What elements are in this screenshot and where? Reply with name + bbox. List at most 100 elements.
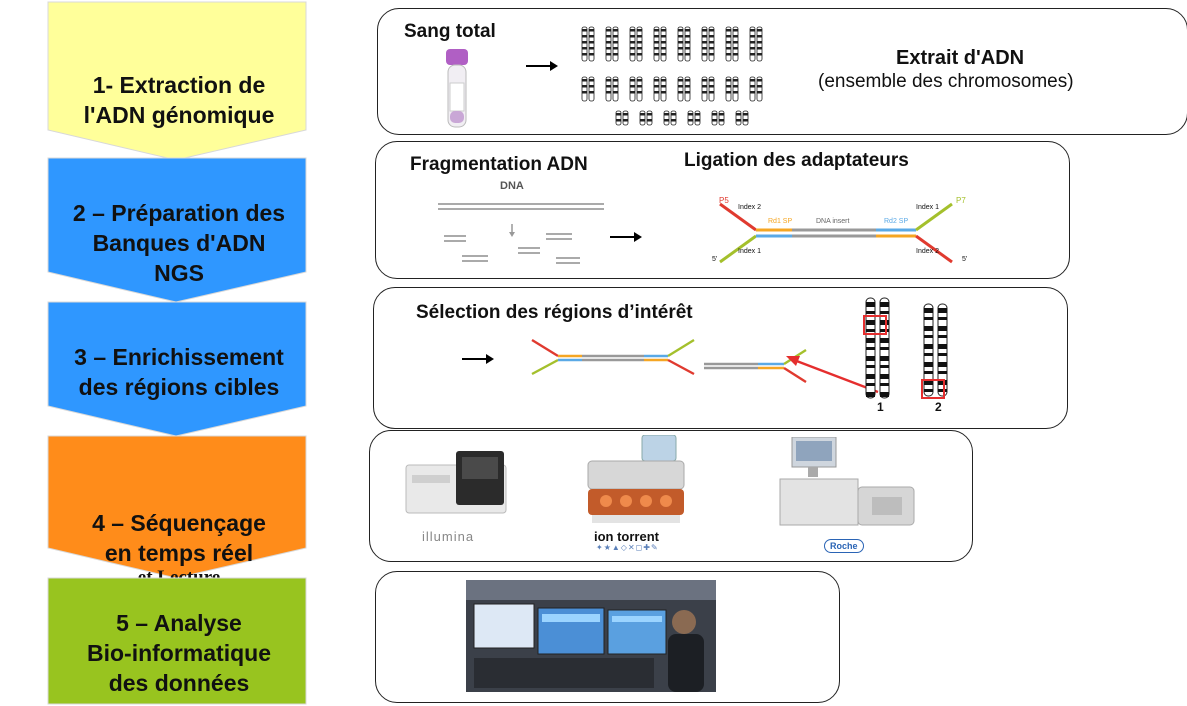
index2-top-label: Index 2 — [738, 204, 761, 211]
p7-label: P7 — [956, 196, 966, 205]
step-3-arrow-shape — [47, 301, 307, 437]
karyotype-band — [743, 113, 748, 116]
karyotype-band — [733, 85, 738, 88]
karyotype-band — [678, 47, 683, 50]
karyotype-band — [613, 85, 618, 88]
karyotype-band — [709, 53, 714, 56]
chromosome-band — [924, 308, 933, 313]
chromosome-band — [880, 311, 889, 314]
karyotype-chromosome — [588, 76, 595, 102]
chromosome-band — [924, 362, 933, 367]
karyotype-chromosome — [701, 76, 708, 102]
chromosome-band — [866, 383, 875, 386]
blood-sample-label: Sang total — [404, 21, 496, 42]
chromosome-band — [938, 326, 947, 331]
chromosome-band — [924, 326, 933, 331]
karyotype-band — [685, 91, 690, 94]
step-1-arrow-shape — [47, 1, 307, 161]
karyotype-band — [736, 119, 741, 122]
captured-fragment-diagram — [704, 348, 807, 384]
karyotype-band — [616, 113, 621, 116]
arrow-right-icon — [526, 61, 558, 71]
chromosome-band — [938, 308, 947, 313]
adapter-construct-diagram — [719, 202, 953, 264]
karyotype-chromosome — [581, 76, 588, 102]
step-5: 5 – Analyse Bio-informatique des données — [14, 574, 338, 706]
step-5-arrow-shape — [47, 577, 307, 705]
karyotype-band — [678, 53, 683, 56]
karyotype-chromosome — [636, 26, 643, 62]
chromosome-band — [866, 320, 875, 325]
karyotype-chromosome — [725, 76, 732, 102]
karyotype-band — [613, 29, 618, 32]
fragmentation-diagram — [438, 203, 604, 264]
karyotype-band — [726, 29, 731, 32]
karyotype-band — [613, 79, 618, 82]
karyotype-band — [589, 79, 594, 82]
region-highlight-box — [921, 379, 945, 399]
karyotype-band — [647, 119, 652, 122]
karyotype-band — [637, 35, 642, 38]
karyotype-chromosome — [677, 26, 684, 62]
chromosome-band — [866, 392, 875, 397]
chromosome-band — [938, 335, 947, 338]
karyotype-band — [654, 91, 659, 94]
chromosome-2-icon — [921, 303, 948, 399]
index1-top-label: Index 1 — [916, 204, 939, 211]
karyotype-band — [589, 41, 594, 44]
chromosome-band — [866, 374, 875, 379]
karyotype-band — [606, 29, 611, 32]
karyotype-band — [750, 29, 755, 32]
karyotype-band — [630, 29, 635, 32]
karyotype-band — [678, 79, 683, 82]
karyotype-chromosome — [725, 26, 732, 62]
chromosome-band — [938, 344, 947, 349]
karyotype-band — [654, 85, 659, 88]
karyotype-chromosome — [677, 76, 684, 102]
karyotype-chromosome — [636, 76, 643, 102]
five-prime-right-label: 5' — [962, 256, 968, 263]
karyotype-band — [709, 29, 714, 32]
fragmentation-title: Fragmentation ADN — [410, 154, 588, 175]
karyotype-band — [661, 41, 666, 44]
karyotype-band — [678, 85, 683, 88]
karyotype-band — [589, 91, 594, 94]
ion-torrent-sequencer-image — [587, 435, 685, 523]
karyotype-band — [613, 91, 618, 94]
region-highlight-box — [863, 315, 887, 335]
karyotype-band — [606, 47, 611, 50]
chromosome-band — [880, 356, 889, 361]
karyotype-band — [750, 79, 755, 82]
chromosome-band — [866, 302, 875, 307]
dna-extract-subtitle: (ensemble des chromosomes) — [818, 71, 1074, 92]
chromosome-band — [938, 362, 947, 367]
karyotype-chromosome — [660, 76, 667, 102]
karyotype-chromosome — [708, 26, 715, 62]
karyotype-band — [726, 79, 731, 82]
karyotype-band — [671, 113, 676, 116]
karyotype-band — [664, 119, 669, 122]
karyotype-band — [589, 47, 594, 50]
karyotype-band — [685, 85, 690, 88]
panel-extraction: Sang total Extrait d'ADN (ensemble des c… — [377, 8, 1187, 135]
bioinformatics-workstation-photo — [466, 580, 716, 692]
karyotype-band — [589, 35, 594, 38]
arrow-right-icon — [462, 354, 494, 364]
karyotype-band — [712, 119, 717, 122]
karyotype-band — [623, 113, 628, 116]
karyotype-chromosome — [732, 26, 739, 62]
karyotype-chromosome — [605, 26, 612, 62]
illumina-sequencer-image — [405, 451, 507, 514]
karyotype-band — [582, 53, 587, 56]
karyotype-band — [757, 91, 762, 94]
chromosome-band — [938, 380, 947, 385]
karyotype-band — [647, 113, 652, 116]
karyotype-band — [630, 85, 635, 88]
karyotype-band — [606, 35, 611, 38]
karyotype-chromosome — [660, 26, 667, 62]
karyotype-band — [709, 79, 714, 82]
karyotype-band — [661, 53, 666, 56]
step-1-label: 1- Extraction de l'ADN génomique — [83, 72, 275, 128]
karyotype-band — [726, 53, 731, 56]
karyotype-band — [582, 35, 587, 38]
